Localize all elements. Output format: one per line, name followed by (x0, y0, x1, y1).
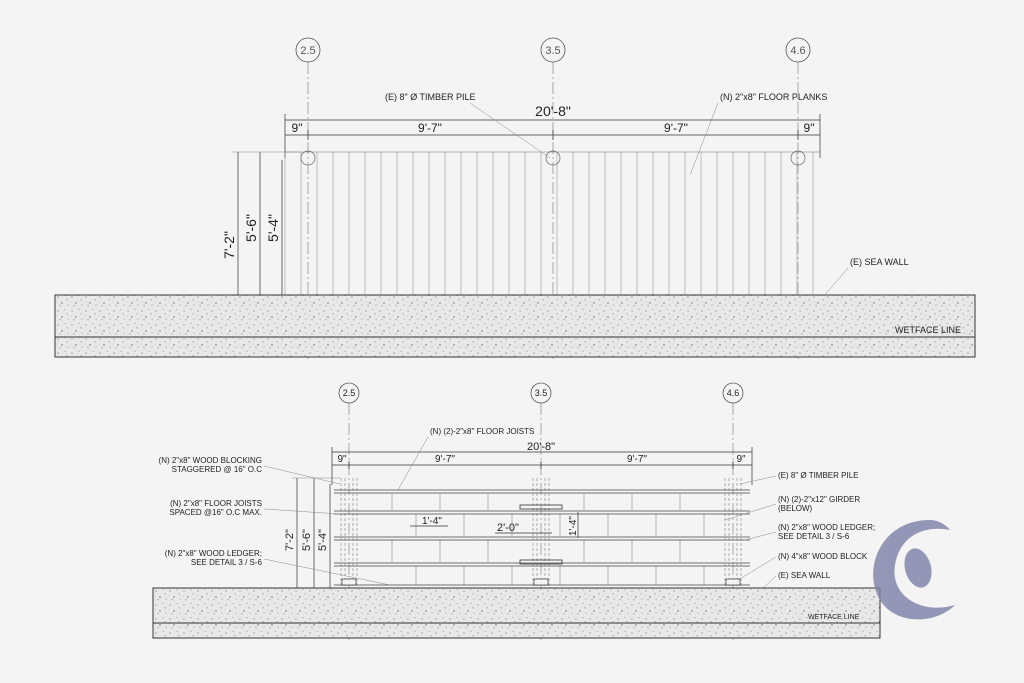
inner-dim-1-4-a: 1'-4" (422, 516, 442, 527)
pile-circle-4-6 (790, 150, 806, 166)
bottom-elevation: 2.5 3.5 4.6 20'-8" 9" 9'-7" 9'-7" 9" (N)… (152, 382, 881, 640)
note-wood-blocking-2: STAGGERED @ 16" O.C (172, 465, 263, 474)
note-ledger-left-1: (N) 2"x8" WOOD LEDGER; (165, 549, 262, 558)
floor-planks (284, 151, 820, 295)
dim-9-7-left-top: 9'-7" (418, 121, 442, 135)
vdim-7-2-top: 7'-2" (221, 231, 237, 259)
top-elevation: 2.5 3.5 4.6 20'-8" 9" 9'-7" 9'-7" 9" (E)… (54, 37, 976, 360)
pile-circle-3-5 (545, 150, 561, 166)
sea-wall-top (54, 294, 976, 358)
grid-label-3-5-bottom: 3.5 (535, 388, 548, 398)
callout-sea-wall-top: (E) SEA WALL (850, 257, 909, 267)
girder (519, 504, 563, 510)
overall-dim-top: 20'-8" (535, 103, 571, 119)
top-dimensions: 20'-8" 9" 9'-7" 9'-7" 9" (284, 103, 821, 158)
pile-circle-2-5 (300, 150, 316, 166)
note-ledger-right-1: (N) 2"x8" WOOD LEDGER; (778, 523, 875, 532)
callout-floor-joists-top: (N) (2)-2"x8" FLOOR JOISTS (430, 427, 534, 436)
company-logo (873, 520, 955, 620)
overall-dim-bottom: 20'-8" (527, 441, 555, 453)
vdim-7-2-bottom: 7'-2" (284, 529, 296, 551)
note-timber-pile-right: (E) 8" Ø TIMBER PILE (778, 471, 859, 480)
sea-wall-bottom (152, 587, 881, 639)
grid-label-2-5-bottom: 2.5 (343, 388, 356, 398)
note-wood-blocking-1: (N) 2"x8" WOOD BLOCKING (159, 456, 262, 465)
dim-9-right-top: 9" (804, 121, 815, 135)
note-ledger-left-2: SEE DETAIL 3 / S-6 (191, 558, 263, 567)
note-wood-block: (N) 4"x8" WOOD BLOCK (778, 552, 868, 561)
right-notes: (E) 8" Ø TIMBER PILE (N) (2)-2"x12" GIRD… (724, 471, 875, 611)
note-sea-wall-bottom: (E) SEA WALL (778, 571, 831, 580)
dim-9-left-top: 9" (292, 121, 303, 135)
grid-bubbles-top: 2.5 3.5 4.6 (295, 37, 811, 360)
girder (519, 559, 563, 565)
note-ledger-right-2: SEE DETAIL 3 / S-6 (778, 532, 850, 541)
grid-label-4-6: 4.6 (790, 45, 805, 57)
wood-block (725, 578, 741, 586)
wood-block (341, 578, 357, 586)
left-notes: (N) 2"x8" WOOD BLOCKING STAGGERED @ 16" … (159, 456, 391, 586)
bottom-dimensions: 20'-8" 9" 9'-7" 9'-7" 9" (331, 441, 753, 485)
vdim-5-4-bottom: 5'-4" (317, 529, 329, 551)
grid-label-2-5: 2.5 (300, 45, 315, 57)
dim-9-7-left-bottom: 9'-7" (435, 454, 455, 465)
wetface-line-top: WETFACE LINE (895, 325, 961, 335)
dim-9-7-right-bottom: 9'-7" (627, 454, 647, 465)
inner-dim-2-0: 2'-0" (497, 522, 519, 534)
vdim-5-4-top: 5'-4" (265, 214, 281, 242)
callout-floor-planks-top: (N) 2"x8" FLOOR PLANKS (720, 92, 827, 102)
bottom-vertical-dims: 7'-2" 5'-6" 5'-4" (284, 477, 340, 590)
callout-timber-pile-top: (E) 8" Ø TIMBER PILE (385, 92, 476, 102)
inner-dim-1-4-b: 1'-4" (568, 516, 579, 536)
wood-block (533, 578, 549, 586)
note-girder-2: (BELOW) (778, 504, 813, 513)
vdim-5-6-top: 5'-6" (243, 214, 259, 242)
dim-9-left-bottom: 9" (337, 454, 347, 465)
inner-dims: 1'-4" 2'-0" 1'-4" (410, 512, 579, 538)
grid-label-4-6-bottom: 4.6 (727, 388, 740, 398)
note-floor-joists-1: (N) 2"x8" FLOOR JOISTS (170, 499, 262, 508)
grid-bubbles-bottom: 2.5 3.5 4.6 (338, 382, 744, 640)
grid-label-3-5: 3.5 (545, 45, 560, 57)
vdim-5-6-bottom: 5'-6" (301, 529, 313, 551)
top-vertical-dims: 7'-2" 5'-6" 5'-4" (221, 151, 300, 295)
dim-9-right-bottom: 9" (736, 454, 746, 465)
note-floor-joists-2: SPACED @16" O.C MAX. (169, 508, 262, 517)
wetface-line-bottom: WETFACE LINE (808, 614, 860, 621)
dim-9-7-right-top: 9'-7" (664, 121, 688, 135)
note-girder-1: (N) (2)-2"x12" GIRDER (778, 495, 860, 504)
